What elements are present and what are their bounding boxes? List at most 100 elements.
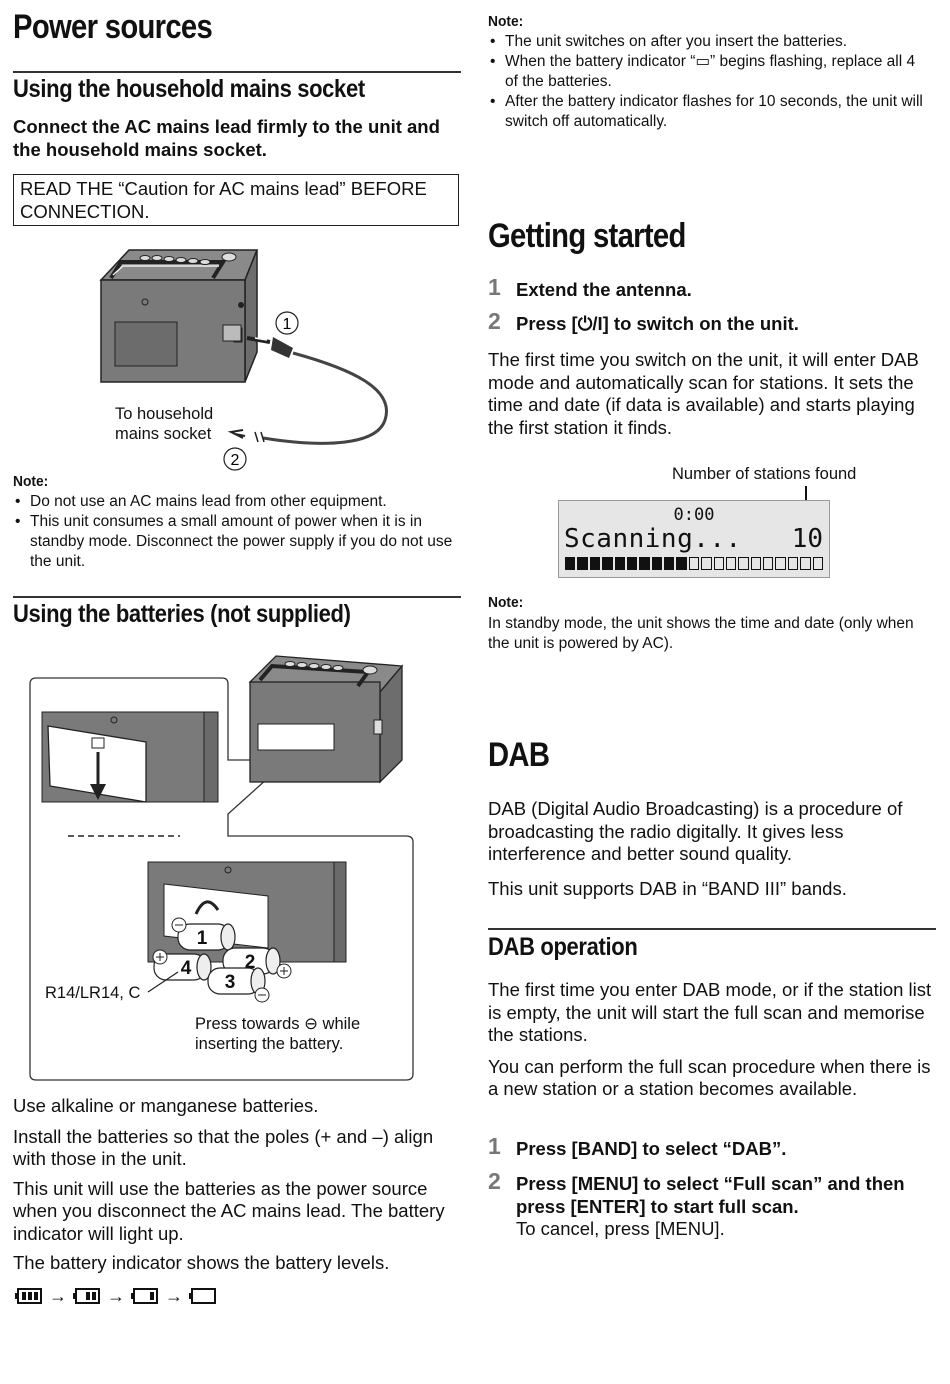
lcd-scanning-text: Scanning...	[564, 524, 742, 554]
radio-unit-drawing	[99, 249, 259, 383]
battery-paragraph: This unit will use the batteries as the …	[13, 1177, 445, 1244]
progress-segment-empty	[787, 557, 799, 570]
progress-segment-empty	[725, 557, 737, 570]
progress-segment-filled	[664, 557, 675, 570]
callout-1-circle	[275, 311, 299, 335]
progress-segment-filled	[565, 557, 576, 570]
progress-segment-empty	[775, 557, 786, 570]
display-callout: Number of stations found	[672, 465, 857, 483]
mains-note-list: Do not use an AC mains lead from other e…	[13, 492, 461, 572]
progress-segment-empty	[738, 557, 749, 570]
dab-operation-paragraph: You can perform the full scan procedure …	[488, 1055, 931, 1100]
progress-segment-empty	[812, 557, 823, 570]
press-caption-line1: Press towards ⊖ while	[195, 1015, 361, 1033]
progress-segment-empty	[701, 557, 712, 570]
battery-paragraph: The battery indicator shows the battery …	[13, 1252, 390, 1273]
mains-heading: Using the household mains socket	[13, 75, 365, 103]
getting-started-paragraph: The first time you switch on the unit, i…	[488, 349, 919, 438]
progress-segment-filled	[676, 557, 687, 570]
ac-cord-drawing	[227, 336, 388, 445]
mains-connection-illustration: 1 2	[99, 249, 388, 471]
svg-text:1: 1	[197, 928, 208, 949]
battery-note-item: When the battery indicator “▭” begins fl…	[488, 52, 928, 92]
progress-segment-empty	[688, 557, 700, 570]
standby-note-text: In standby mode, the unit shows the time…	[488, 615, 914, 652]
battery-level-sequence: → → →	[15, 1285, 217, 1307]
progress-segment-filled	[577, 557, 588, 570]
svg-text:2: 2	[245, 952, 256, 973]
caution-text: READ THE “Caution for AC mains lead” BEF…	[20, 178, 427, 222]
step-text: Press [MENU] to select “Full scan” and t…	[516, 1173, 905, 1217]
page-title: Power sources	[13, 8, 213, 46]
press-caption-line2: inserting the battery.	[195, 1035, 344, 1053]
batteries-heading: Using the batteries (not supplied)	[13, 600, 351, 628]
polarity-marks	[152, 917, 292, 1003]
standby-note-label: Note:	[488, 594, 524, 611]
dab-paragraph: DAB (Digital Audio Broadcasting) is a pr…	[488, 798, 903, 864]
progress-segment-empty	[800, 557, 811, 570]
battery-cells-drawing	[153, 923, 281, 995]
radio-rear-drawing	[248, 655, 404, 784]
cancel-instruction: To cancel, press [MENU].	[516, 1218, 725, 1239]
battery-paragraphs: Use alkaline or manganese batteries. Ins…	[13, 1095, 463, 1275]
level-arrow: →	[107, 1285, 125, 1306]
battery-level-one-icon	[131, 1288, 158, 1304]
progress-segment-empty	[763, 557, 774, 570]
progress-segment-empty	[713, 557, 724, 570]
svg-text:4: 4	[181, 958, 192, 979]
battery-note-item: The unit switches on after you insert th…	[488, 32, 928, 52]
battery-number-labels: 1 2 3 4	[181, 928, 256, 993]
svg-text:3: 3	[225, 972, 236, 993]
progress-segment-filled	[614, 557, 625, 570]
battery-compartment-drawing	[147, 861, 347, 963]
step-text: Press [BAND] to select “DAB”.	[516, 1138, 787, 1159]
mains-note-label: Note:	[13, 473, 49, 490]
callout-2-label: 2	[231, 452, 240, 469]
section-divider	[488, 928, 936, 930]
battery-note-item: After the battery indicator flashes for …	[488, 92, 928, 132]
socket-caption-line2: mains socket	[115, 425, 212, 443]
callout-1-label: 1	[283, 316, 292, 333]
battery-level-full-icon	[15, 1288, 42, 1304]
dab-operation-paragraphs: The first time you enter DAB mode, or if…	[488, 979, 934, 1101]
dab-title: DAB	[488, 736, 550, 774]
lcd-station-count: 10	[791, 524, 823, 554]
cover-removal-drawing	[41, 711, 219, 803]
step-number: 2	[488, 1168, 501, 1194]
battery-note-list: The unit switches on after you insert th…	[488, 32, 928, 132]
mains-note-item: Do not use an AC mains lead from other e…	[13, 492, 461, 512]
getting-started-title: Getting started	[488, 217, 686, 255]
progress-segment-filled	[651, 557, 662, 570]
caution-box: READ THE “Caution for AC mains lead” BEF…	[13, 174, 459, 226]
dab-operation-heading: DAB operation	[488, 933, 638, 961]
mains-intro: Connect the AC mains lead firmly to the …	[13, 116, 440, 160]
lcd-time: 0:00	[673, 505, 715, 525]
battery-installation-illustration: 1 2 3 4	[29, 655, 414, 1081]
battery-level-two-icon	[73, 1288, 100, 1304]
step-number: 2	[488, 308, 501, 334]
dab-paragraphs: DAB (Digital Audio Broadcasting) is a pr…	[488, 798, 934, 900]
lcd-progress-bar	[565, 557, 823, 570]
progress-segment-filled	[639, 557, 650, 570]
step-number: 1	[488, 274, 501, 300]
battery-paragraph: Use alkaline or manganese batteries.	[13, 1095, 319, 1116]
section-divider	[13, 71, 461, 73]
callout-2-circle	[223, 447, 247, 471]
socket-caption-line1: To household	[115, 405, 214, 423]
step-number: 1	[488, 1133, 501, 1159]
battery-level-empty-icon	[189, 1288, 216, 1304]
battery-paragraph: Install the batteries so that the poles …	[13, 1125, 434, 1170]
dab-paragraph: This unit supports DAB in “BAND III” ban…	[488, 877, 847, 899]
level-arrow: →	[49, 1285, 67, 1306]
lcd-display: 0:00 Scanning... 10	[558, 500, 830, 578]
section-divider	[13, 596, 461, 598]
level-arrow: →	[165, 1285, 183, 1306]
step-text: Extend the antenna.	[516, 279, 692, 300]
mains-note-item: This unit consumes a small amount of pow…	[13, 512, 461, 572]
progress-segment-filled	[589, 557, 601, 570]
progress-segment-filled	[602, 557, 613, 570]
progress-segment-empty	[750, 557, 761, 570]
battery-note-label: Note:	[488, 13, 524, 30]
battery-type-label: R14/LR14, C	[45, 984, 141, 1002]
step-text: Press [⏻/I] to switch on the unit.	[516, 313, 799, 334]
